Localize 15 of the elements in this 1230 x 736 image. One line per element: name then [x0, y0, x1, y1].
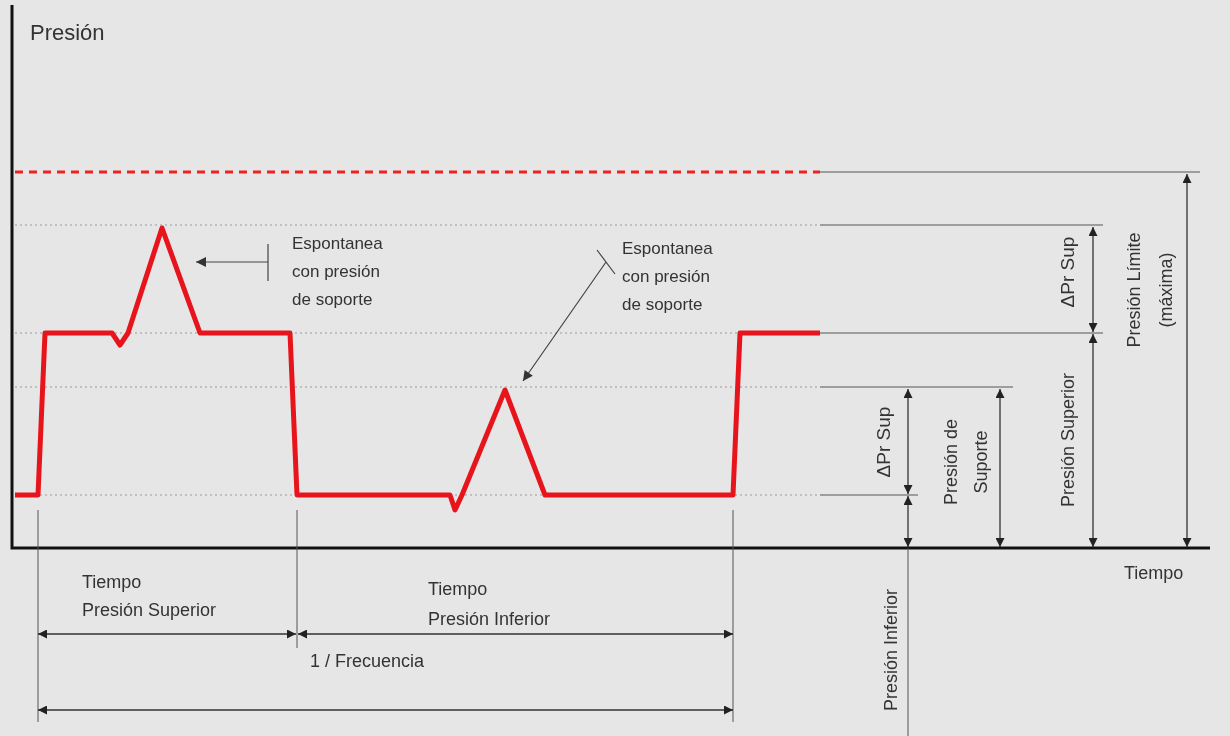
- rotated-dimension-label: ΔPr Sup: [1055, 236, 1079, 308]
- annotation-text: Espontanea con presión de soporte: [292, 233, 384, 311]
- axis-label: Tiempo Presión Inferior: [428, 578, 551, 631]
- rotated-dimension-label: Presión de Suporte: [940, 417, 992, 508]
- rotated-dimension-label: Presión Límite (máxima): [1123, 231, 1177, 350]
- axis-label: 1 / Frecuencia: [310, 650, 425, 673]
- axis-label: Presión: [30, 19, 105, 47]
- axis-label: Tiempo: [1124, 562, 1184, 585]
- leader-line: [522, 249, 616, 382]
- axis-label: Tiempo Presión Superior: [82, 571, 217, 622]
- leader-line: [195, 243, 269, 282]
- rotated-dimension-label: Presión Inferior: [879, 588, 902, 712]
- annotation-text: Espontanea con presión de soporte: [622, 238, 714, 316]
- rotated-dimension-label: ΔPr Sup: [871, 406, 895, 478]
- rotated-dimension-label: Presión Superior: [1056, 372, 1079, 508]
